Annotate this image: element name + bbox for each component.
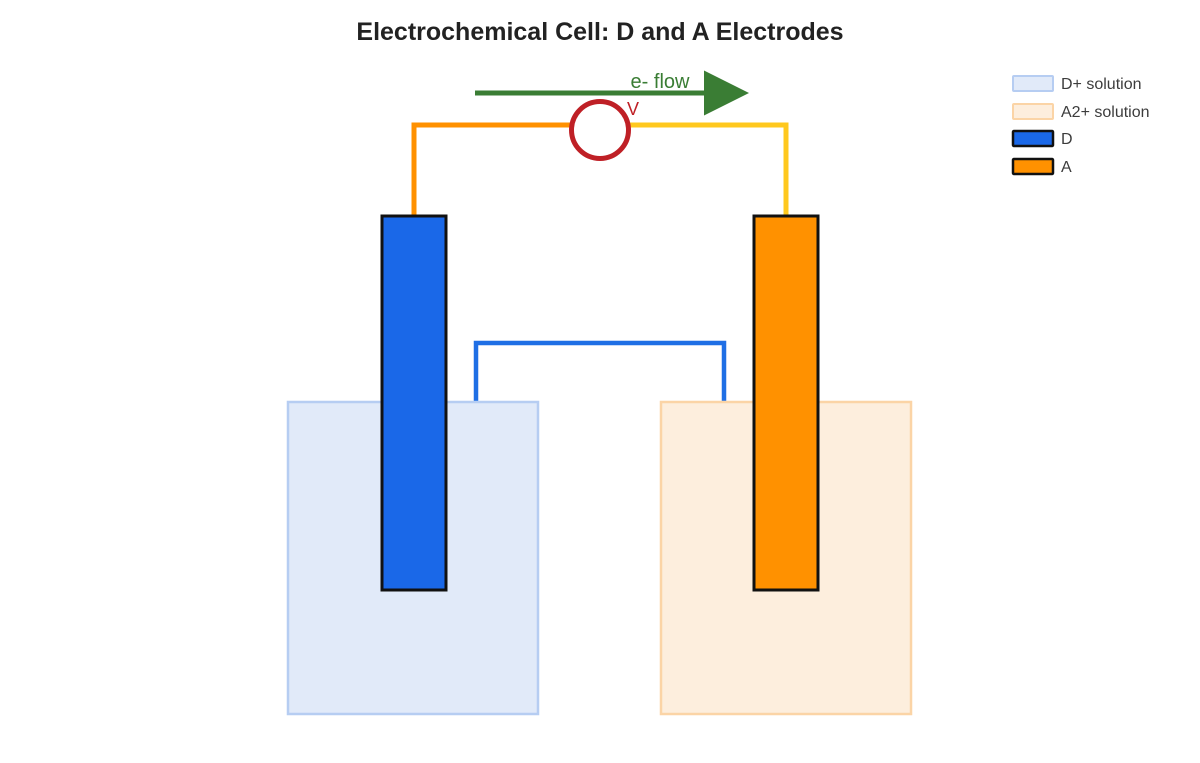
legend-item-a-electrode[interactable]: A bbox=[1011, 157, 1072, 176]
legend-swatch-d-plus-solution bbox=[1012, 75, 1054, 92]
wire-left-orange bbox=[411, 122, 571, 220]
circuit-wires bbox=[411, 122, 789, 220]
electrode-right-a bbox=[752, 214, 820, 592]
electron-flow-arrow: e- flow bbox=[475, 70, 749, 116]
legend-item-a2-plus-solution[interactable]: A2+ solution bbox=[1012, 103, 1150, 121]
electron-flow-label: e- flow bbox=[631, 71, 690, 93]
legend-label-d-plus-solution: D+ solution bbox=[1061, 76, 1142, 93]
legend-swatch-a2-plus-solution bbox=[1012, 103, 1054, 120]
wire-right-yellow bbox=[629, 122, 789, 220]
legend-label-d-electrode: D bbox=[1061, 131, 1073, 148]
legend: D+ solution A2+ solution D A bbox=[1011, 75, 1150, 176]
legend-label-a-electrode: A bbox=[1061, 159, 1072, 176]
page-title: Electrochemical Cell: D and A Electrodes bbox=[356, 18, 843, 46]
legend-label-a2-plus-solution: A2+ solution bbox=[1061, 104, 1150, 121]
legend-swatch-d-electrode bbox=[1011, 129, 1055, 148]
legend-swatch-a-electrode bbox=[1011, 157, 1055, 176]
voltmeter: V bbox=[569, 99, 639, 161]
electrode-left-d bbox=[380, 214, 448, 592]
voltmeter-circle bbox=[569, 99, 631, 161]
voltmeter-label: V bbox=[627, 99, 639, 119]
legend-item-d-electrode[interactable]: D bbox=[1011, 129, 1073, 148]
legend-item-d-plus-solution[interactable]: D+ solution bbox=[1012, 75, 1142, 93]
